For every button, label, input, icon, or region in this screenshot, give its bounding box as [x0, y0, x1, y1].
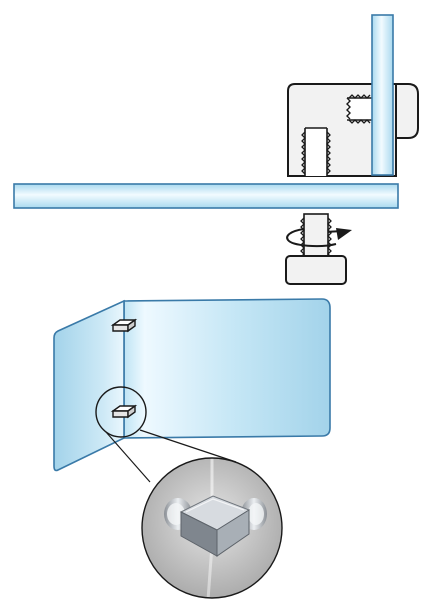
clamp-block-ear	[392, 83, 419, 139]
vertical-threaded-hole	[301, 127, 331, 176]
callout-leader-left	[105, 431, 151, 483]
clamp-block-top	[110, 318, 138, 333]
clamp-section-view	[13, 14, 419, 209]
screw-detail-view	[285, 213, 352, 285]
vertical-glass-panel	[371, 14, 394, 176]
screw-head	[285, 255, 347, 285]
callout-leader-right	[139, 429, 237, 463]
right-glass-panel	[123, 298, 331, 439]
clamp-block-bottom	[110, 404, 138, 419]
panel-assembly-view	[53, 298, 331, 483]
left-glass-panel	[53, 299, 125, 472]
detail-callout-circle	[95, 386, 147, 438]
magnified-detail-view	[141, 457, 283, 599]
horizontal-glass-panel	[13, 183, 399, 209]
rotation-arrow	[286, 228, 352, 248]
set-screw-shank	[303, 213, 329, 259]
horizontal-threaded-hole	[346, 94, 373, 124]
corner-clamp-block	[179, 495, 251, 557]
